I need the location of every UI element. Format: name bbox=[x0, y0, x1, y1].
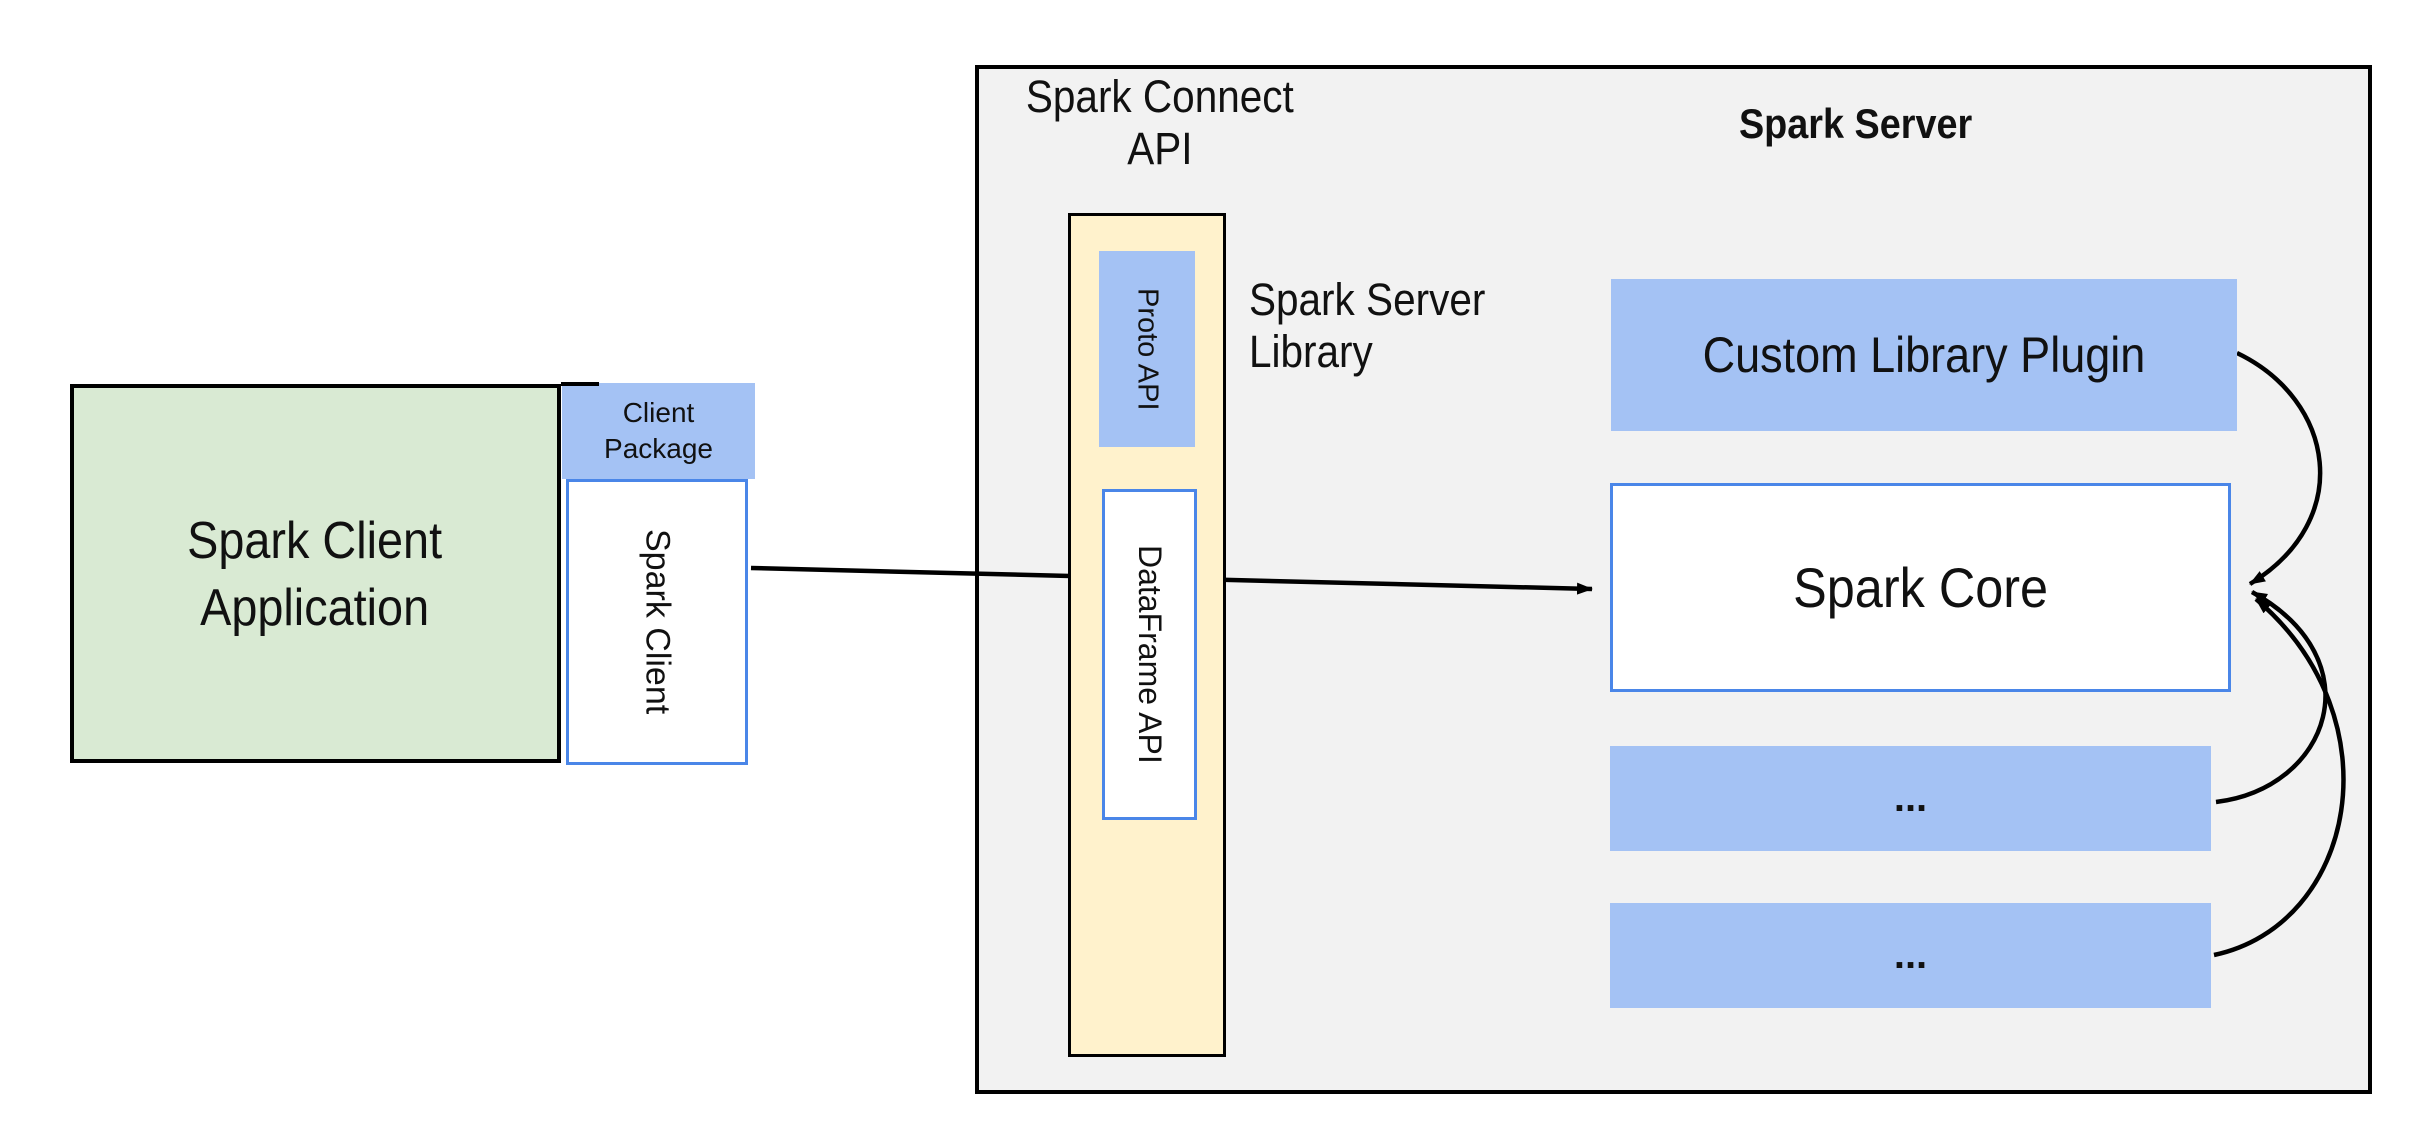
spark-connect-api-title: Spark Connect API bbox=[1026, 71, 1294, 174]
proto-api-label: Proto API bbox=[1131, 287, 1164, 411]
green-box-border-overhang bbox=[561, 382, 599, 386]
plugin-placeholder-box-2: ... bbox=[1610, 903, 2211, 1008]
client-package-label: Client Package bbox=[604, 397, 713, 464]
custom-library-plugin-label: Custom Library Plugin bbox=[1702, 327, 2146, 383]
spark-client-application-box bbox=[70, 384, 561, 763]
dataframe-api-label: DataFrame API bbox=[1132, 545, 1168, 764]
spark-core-label: Spark Core bbox=[1793, 556, 2048, 619]
spark-server-title: Spark Server bbox=[1739, 100, 1973, 147]
plugin-placeholder-2-label: ... bbox=[1893, 933, 1928, 977]
dataframe-api-box: DataFrame API bbox=[1102, 489, 1197, 820]
spark-core-box: Spark Core bbox=[1610, 483, 2231, 692]
client-package-box: Client Package bbox=[562, 383, 755, 479]
plugin-placeholder-box-1: ... bbox=[1610, 746, 2211, 851]
spark-client-box: Spark Client bbox=[566, 479, 748, 765]
spark-client-label: Spark Client bbox=[638, 529, 677, 715]
spark-server-library-label: Spark Server Library bbox=[1249, 274, 1486, 377]
custom-library-plugin-box: Custom Library Plugin bbox=[1611, 279, 2237, 431]
spark-client-application-label: Spark Client Application bbox=[187, 512, 443, 637]
proto-api-box: Proto API bbox=[1099, 251, 1195, 447]
plugin-placeholder-1-label: ... bbox=[1893, 776, 1928, 820]
